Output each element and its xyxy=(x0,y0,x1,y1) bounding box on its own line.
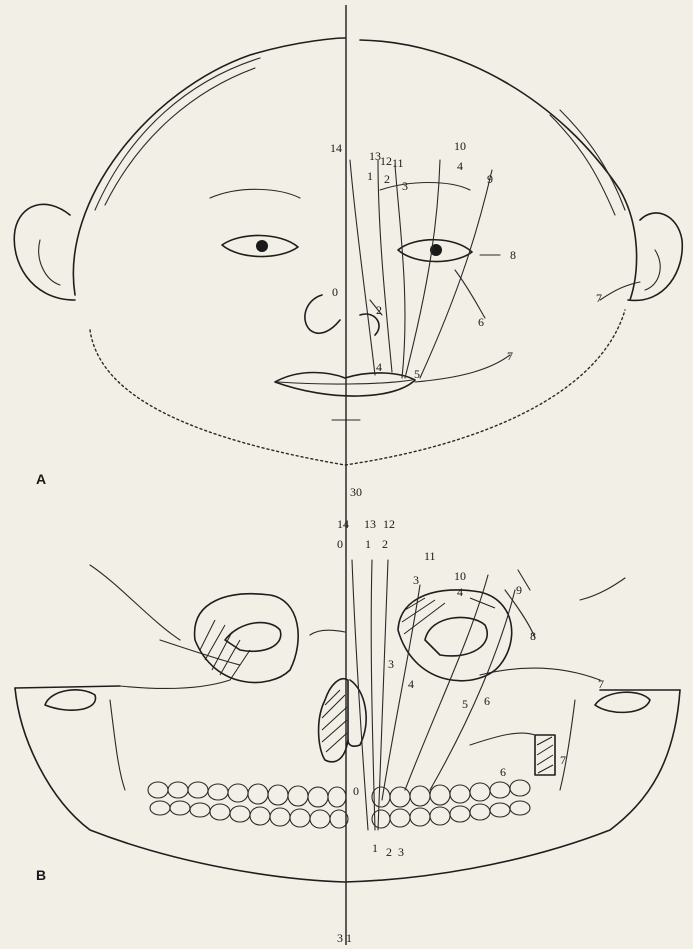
label-0b-skull: 0 xyxy=(353,784,359,798)
label-1b-skull: 1 xyxy=(372,841,378,855)
label-5: 5 xyxy=(414,367,420,381)
label-3-skull: 3 xyxy=(413,573,419,587)
label-12: 12 xyxy=(380,154,392,168)
head-outline xyxy=(73,38,345,295)
label-7b-skull: 7 xyxy=(560,753,566,767)
label-7b: 7 xyxy=(507,349,513,363)
face-drawing xyxy=(14,38,682,465)
panel-label-a: A xyxy=(36,471,46,487)
label-4: 4 xyxy=(457,159,463,173)
label-8-skull: 8 xyxy=(530,629,536,643)
label-4b-skull: 4 xyxy=(408,677,414,691)
label-6a-skull: 6 xyxy=(484,694,490,708)
label-13-skull: 13 xyxy=(364,517,376,531)
label-10: 10 xyxy=(454,139,466,153)
left-condyle xyxy=(45,690,96,710)
label-3: 3 xyxy=(402,179,408,193)
label-0-skull: 0 xyxy=(337,537,343,551)
label-2b-skull: 2 xyxy=(386,845,392,859)
head-outline-right xyxy=(360,40,637,300)
left-ear xyxy=(14,204,75,300)
label-9-skull: 9 xyxy=(516,583,522,597)
label-0: 0 xyxy=(332,285,338,299)
label-11: 11 xyxy=(392,156,404,170)
teeth xyxy=(148,780,530,828)
label-2-skull: 2 xyxy=(382,537,388,551)
label-11-skull: 11 xyxy=(424,549,436,563)
label-7a: 7 xyxy=(596,291,602,305)
left-orbit xyxy=(195,594,299,683)
skull-drawing xyxy=(15,560,680,882)
label-10-skull: 10 xyxy=(454,569,466,583)
label-4-skull: 4 xyxy=(457,585,463,599)
right-condyle xyxy=(595,692,650,712)
label-3c-skull: 3 xyxy=(398,845,404,859)
label-9: 9 xyxy=(487,172,493,186)
label-6b-skull: 6 xyxy=(500,765,506,779)
label-5-skull: 5 xyxy=(462,697,468,711)
label-14-skull: 14 xyxy=(337,517,349,531)
label-2: 2 xyxy=(384,172,390,186)
label-4b: 4 xyxy=(376,360,382,374)
label-6: 6 xyxy=(478,315,484,329)
label-7a-skull: 7 xyxy=(598,677,604,691)
jaw-outline xyxy=(90,310,625,465)
label-31: 3 1 xyxy=(337,931,352,945)
label-12-skull: 12 xyxy=(383,517,395,531)
left-pupil xyxy=(256,240,268,252)
label-2b: 2 xyxy=(376,303,382,317)
panel-label-b: B xyxy=(36,867,46,883)
label-8: 8 xyxy=(510,248,516,262)
label-1: 1 xyxy=(367,169,373,183)
face-label-group: 14 13 12 11 10 4 9 1 2 3 8 0 2 6 7 7 4 5… xyxy=(36,139,602,499)
label-30: 30 xyxy=(350,485,362,499)
label-3b-skull: 3 xyxy=(388,657,394,671)
label-14-top: 14 xyxy=(330,141,342,155)
label-1-skull: 1 xyxy=(365,537,371,551)
